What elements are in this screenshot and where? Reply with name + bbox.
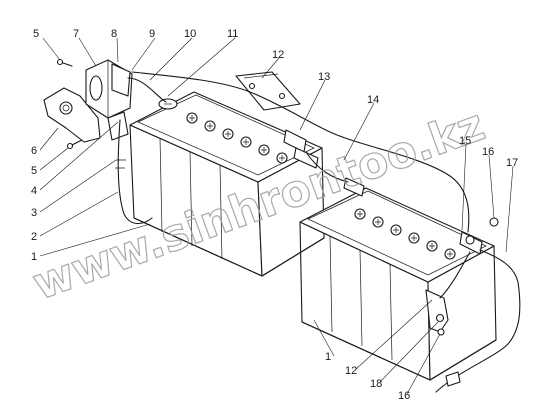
battery-right: [299, 177, 497, 381]
callout-9: 9: [149, 28, 155, 40]
callout-2: 2: [31, 231, 37, 243]
callout-16-top: 16: [482, 146, 494, 158]
callout-7: 7: [73, 28, 79, 40]
callout-11: 11: [227, 28, 238, 40]
battery-left: [129, 91, 325, 277]
callout-12-top: 12: [272, 49, 284, 61]
mounting-bracket-top: [235, 71, 301, 111]
callout-18: 18: [370, 378, 382, 390]
callout-labels: 5 7 8 9 10 11 12 13 14 15 16 17 6 5 4 3 …: [31, 28, 518, 402]
callout-12-bottom: 12: [345, 365, 357, 377]
callout-14: 14: [367, 94, 379, 106]
callout-16-bottom: 16: [398, 390, 410, 402]
callout-15: 15: [459, 135, 471, 147]
ground-switch-assembly: [43, 58, 133, 150]
callout-1-left: 1: [31, 251, 37, 263]
callout-17: 17: [506, 157, 518, 169]
screw-top: [56, 58, 73, 67]
callout-6: 6: [31, 145, 37, 157]
callout-13: 13: [318, 71, 330, 83]
screw-middle: [66, 139, 83, 150]
battery-left-terminals: [158, 98, 319, 169]
callout-5-mid: 5: [31, 165, 37, 177]
callout-1-bottom: 1: [325, 351, 331, 363]
battery-left-caps: [186, 112, 288, 164]
cables: [115, 71, 521, 393]
callout-4: 4: [31, 185, 37, 197]
leader-lines: [39, 37, 514, 395]
callout-5-top: 5: [33, 28, 39, 40]
callout-8: 8: [111, 28, 117, 40]
callout-10: 10: [184, 28, 196, 40]
battery-right-caps: [354, 208, 456, 260]
battery-right-terminals: [343, 177, 483, 255]
callout-3: 3: [31, 207, 37, 219]
